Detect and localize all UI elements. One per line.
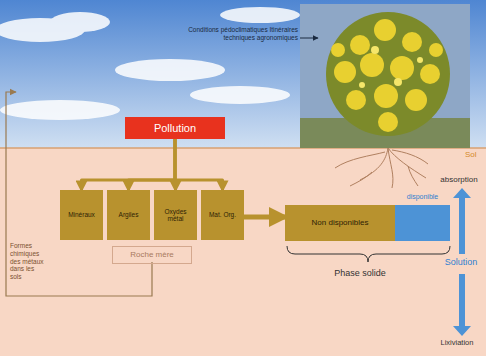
clouds <box>0 7 300 120</box>
bedrock-box: Roche mère <box>112 246 192 264</box>
node-text: Mat. Org. <box>207 209 238 220</box>
node-text: Minéraux <box>66 209 97 220</box>
roots <box>335 148 428 188</box>
node-text: Pollution <box>152 120 198 137</box>
soil-label: Sol <box>465 150 485 160</box>
pollution-box: Pollution <box>125 117 225 139</box>
available-box: disponible <box>395 205 450 241</box>
compartment-box: Mat. Org. <box>201 190 244 240</box>
compartment-box: Argiles <box>107 190 150 240</box>
phase-label: Phase solide <box>318 268 402 279</box>
node-text: Roche mère <box>128 248 176 261</box>
leader-line <box>300 38 318 39</box>
node-text: Argiles <box>117 209 141 220</box>
sky <box>0 0 486 148</box>
node-text: Oxydes métal <box>154 206 197 225</box>
flow-arrow <box>129 139 176 190</box>
plant-photo <box>300 4 470 148</box>
brace <box>287 246 450 262</box>
side-note: Formes chimiques des métaux dans les sol… <box>10 242 46 281</box>
flux-label: Lixiviation <box>430 338 484 347</box>
compartment-box: Minéraux <box>60 190 103 240</box>
flow-arrow <box>175 139 223 190</box>
compartment-box: Oxydes métal <box>154 190 197 240</box>
fraction-box: Non disponibles <box>285 205 395 241</box>
context-note: Conditions pédoclimatiques Itinéraires t… <box>176 26 298 42</box>
flow-arrow <box>244 215 285 220</box>
node-text: disponible <box>395 193 450 201</box>
flux-label: absorption <box>434 175 484 185</box>
soil <box>0 148 486 356</box>
phase-label: Solution <box>438 257 484 268</box>
flow-arrow <box>82 139 176 190</box>
node-text: Non disponibles <box>310 216 371 229</box>
